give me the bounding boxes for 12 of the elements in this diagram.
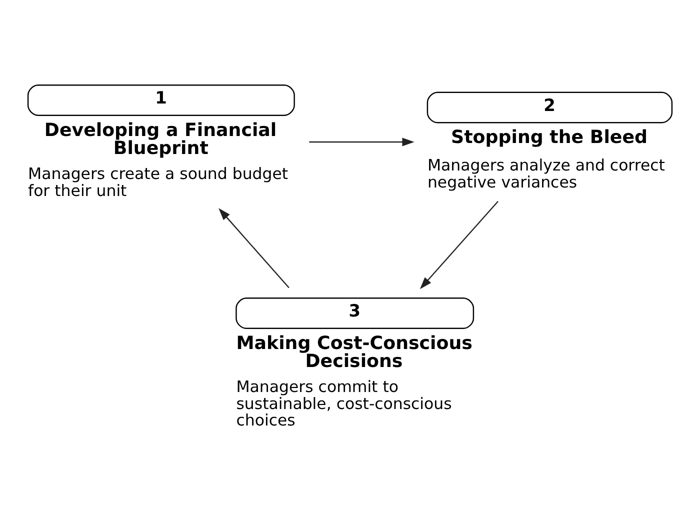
node-box: 1 — [27, 84, 295, 116]
node-label: Stopping the Bleed — [451, 127, 648, 148]
arrow — [309, 138, 414, 146]
node-label: Developing a Financial Blueprint — [44, 120, 277, 160]
arrow — [218, 208, 290, 288]
node-label: Managers analyze and correct negative variances — [427, 155, 665, 192]
node-label: Managers commit to sustainable, cost-conscious choices — [236, 376, 452, 430]
node-label: Managers create a sound budget for their unit — [28, 164, 288, 200]
node-box: 3 — [236, 298, 474, 330]
node-label: Making Cost-Conscious Decisions — [236, 332, 472, 372]
arrow — [420, 200, 498, 290]
node-box: 2 — [426, 92, 673, 124]
